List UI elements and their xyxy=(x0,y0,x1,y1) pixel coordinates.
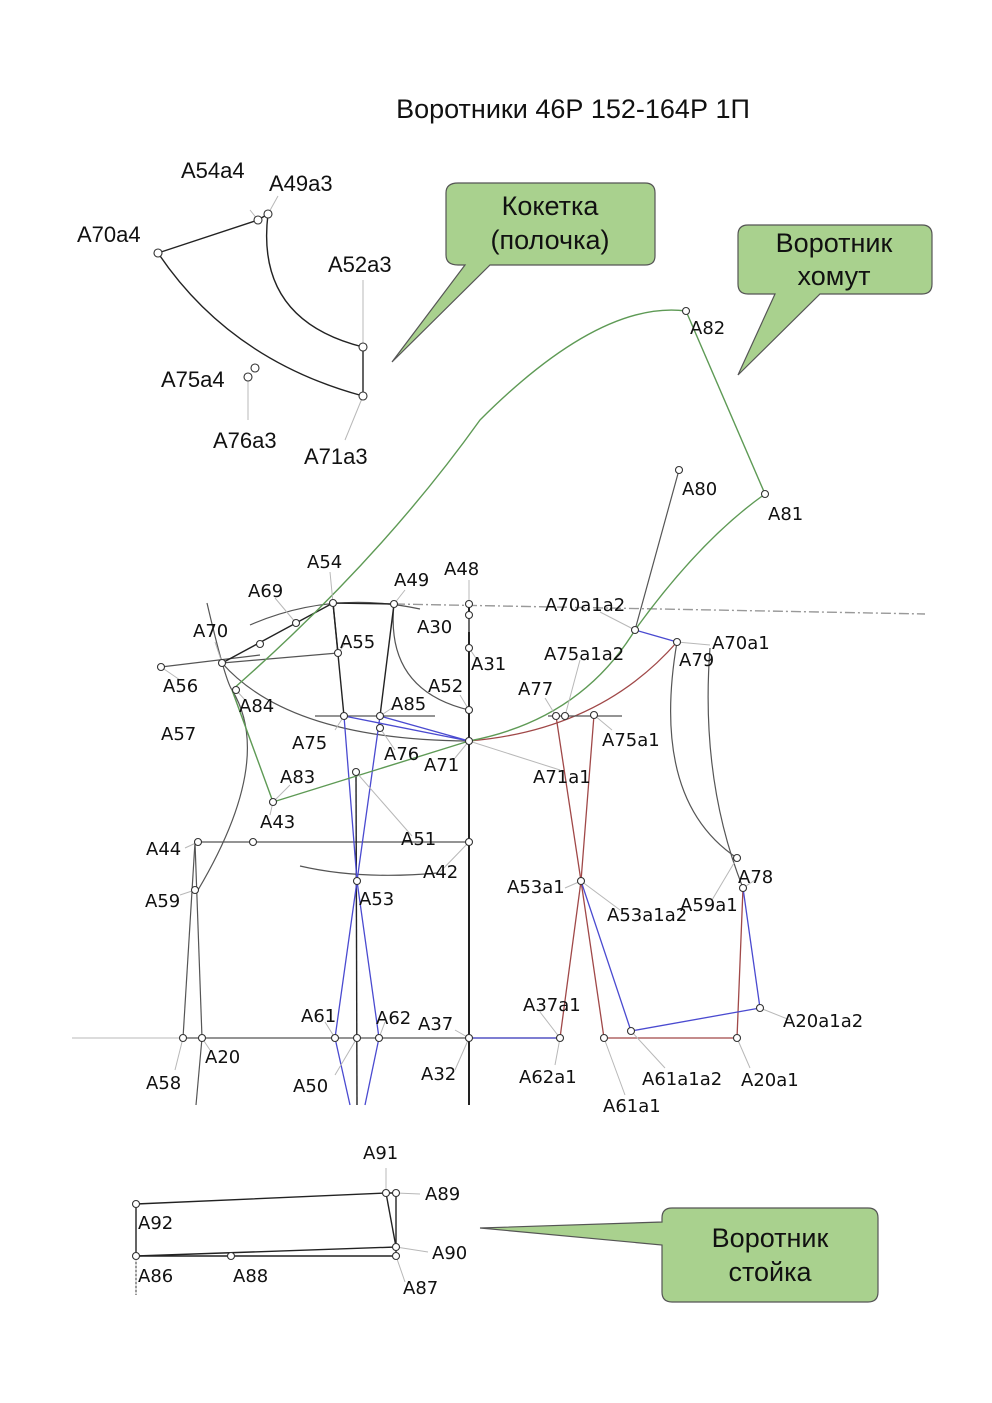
label-A61a1a2: A61a1a2 xyxy=(642,1069,722,1090)
label-A52a3: A52a3 xyxy=(328,252,392,277)
label-A50: A50 xyxy=(293,1076,328,1097)
label-A37a1: A37a1 xyxy=(523,995,581,1016)
label-A71a3: A71a3 xyxy=(304,444,368,469)
label-A32: A32 xyxy=(421,1064,456,1085)
label-A87: A87 xyxy=(403,1278,438,1299)
label-A61: A61 xyxy=(301,1006,336,1027)
callout-khomut-line1: Воротник xyxy=(776,228,893,258)
label-A77: A77 xyxy=(518,679,553,700)
label-A83: A83 xyxy=(280,767,315,788)
label-A79: A79 xyxy=(679,650,714,671)
label-A20: A20 xyxy=(205,1047,240,1068)
label-A54: A54 xyxy=(307,552,342,573)
label-A55: A55 xyxy=(340,632,375,653)
label-A75a4: A75a4 xyxy=(161,367,225,392)
label-A30: A30 xyxy=(417,617,452,638)
label-A88: A88 xyxy=(233,1266,268,1287)
label-A89: A89 xyxy=(425,1184,460,1205)
label-A85: A85 xyxy=(391,694,426,715)
callout-koketka-line1: Кокетка xyxy=(502,191,600,221)
label-A69: A69 xyxy=(248,581,283,602)
label-A75: A75 xyxy=(292,733,327,754)
callout-koketka-line2: (полочка) xyxy=(491,225,610,255)
label-A90: A90 xyxy=(432,1243,467,1264)
label-A76a3: A76a3 xyxy=(213,428,277,453)
label-A75a1a2: A75a1a2 xyxy=(544,644,624,665)
label-A92: A92 xyxy=(138,1213,173,1234)
label-A20a1a2: A20a1a2 xyxy=(783,1011,863,1032)
label-A70: A70 xyxy=(193,621,228,642)
callout-stoika-line2: стойка xyxy=(728,1257,812,1287)
callout-koketka: Кокетка (полочка) xyxy=(391,182,656,363)
label-A70a1: A70a1 xyxy=(712,633,770,654)
label-A91: A91 xyxy=(363,1143,398,1164)
label-A57: A57 xyxy=(161,724,196,745)
stoika-piece: A91 A89 A92 A90 A86 A88 A87 xyxy=(131,1143,467,1299)
page-title: Воротники 46Р 152-164Р 1П xyxy=(396,94,750,124)
label-A84: A84 xyxy=(239,696,274,717)
label-A62: A62 xyxy=(376,1008,411,1029)
label-A71a1: A71a1 xyxy=(533,767,591,788)
label-A80: A80 xyxy=(682,479,717,500)
callout-khomut-line2: хомут xyxy=(798,261,871,291)
label-A70a1a2: A70a1a2 xyxy=(545,595,625,616)
callout-khomut: Воротник хомут xyxy=(737,224,933,376)
main-pattern: A82 A80 A81 A54 A69 A49 A48 A70a1a2 A70 … xyxy=(72,306,926,1117)
label-A31: A31 xyxy=(471,654,506,675)
label-A43: A43 xyxy=(260,812,295,833)
label-A61a1: A61a1 xyxy=(603,1096,661,1117)
label-A49a3: A49a3 xyxy=(269,171,333,196)
label-A58: A58 xyxy=(146,1073,181,1094)
label-A53: A53 xyxy=(359,889,394,910)
label-A75a1: A75a1 xyxy=(602,730,660,751)
label-A70a4: A70a4 xyxy=(77,222,141,247)
label-A37: A37 xyxy=(418,1014,453,1035)
label-A82: A82 xyxy=(690,318,725,339)
label-A48: A48 xyxy=(444,559,479,580)
label-A53a1a2: A53a1a2 xyxy=(607,905,687,926)
label-A44: A44 xyxy=(146,839,181,860)
point-markers xyxy=(156,306,770,1043)
label-A54a4: A54a4 xyxy=(181,158,245,183)
label-A59: A59 xyxy=(145,891,180,912)
label-A56: A56 xyxy=(163,676,198,697)
label-A49: A49 xyxy=(394,570,429,591)
koketka-piece: A54a4 A49a3 A70a4 A52a3 A75a4 A76a3 A71a… xyxy=(77,158,392,469)
label-A81: A81 xyxy=(768,504,803,525)
label-A86: A86 xyxy=(138,1266,173,1287)
label-A51: A51 xyxy=(401,829,436,850)
label-A53a1: A53a1 xyxy=(507,877,565,898)
label-A78: A78 xyxy=(738,867,773,888)
label-A52: A52 xyxy=(428,676,463,697)
callout-stoika-line1: Воротник xyxy=(712,1223,829,1253)
callout-stoika: Воротник стойка xyxy=(479,1207,879,1303)
label-A76: A76 xyxy=(384,744,419,765)
label-A62a1: A62a1 xyxy=(519,1067,577,1088)
label-A20a1: A20a1 xyxy=(741,1070,799,1091)
label-A59a1: A59a1 xyxy=(680,895,738,916)
label-A42: A42 xyxy=(423,862,458,883)
label-A71: A71 xyxy=(424,755,459,776)
